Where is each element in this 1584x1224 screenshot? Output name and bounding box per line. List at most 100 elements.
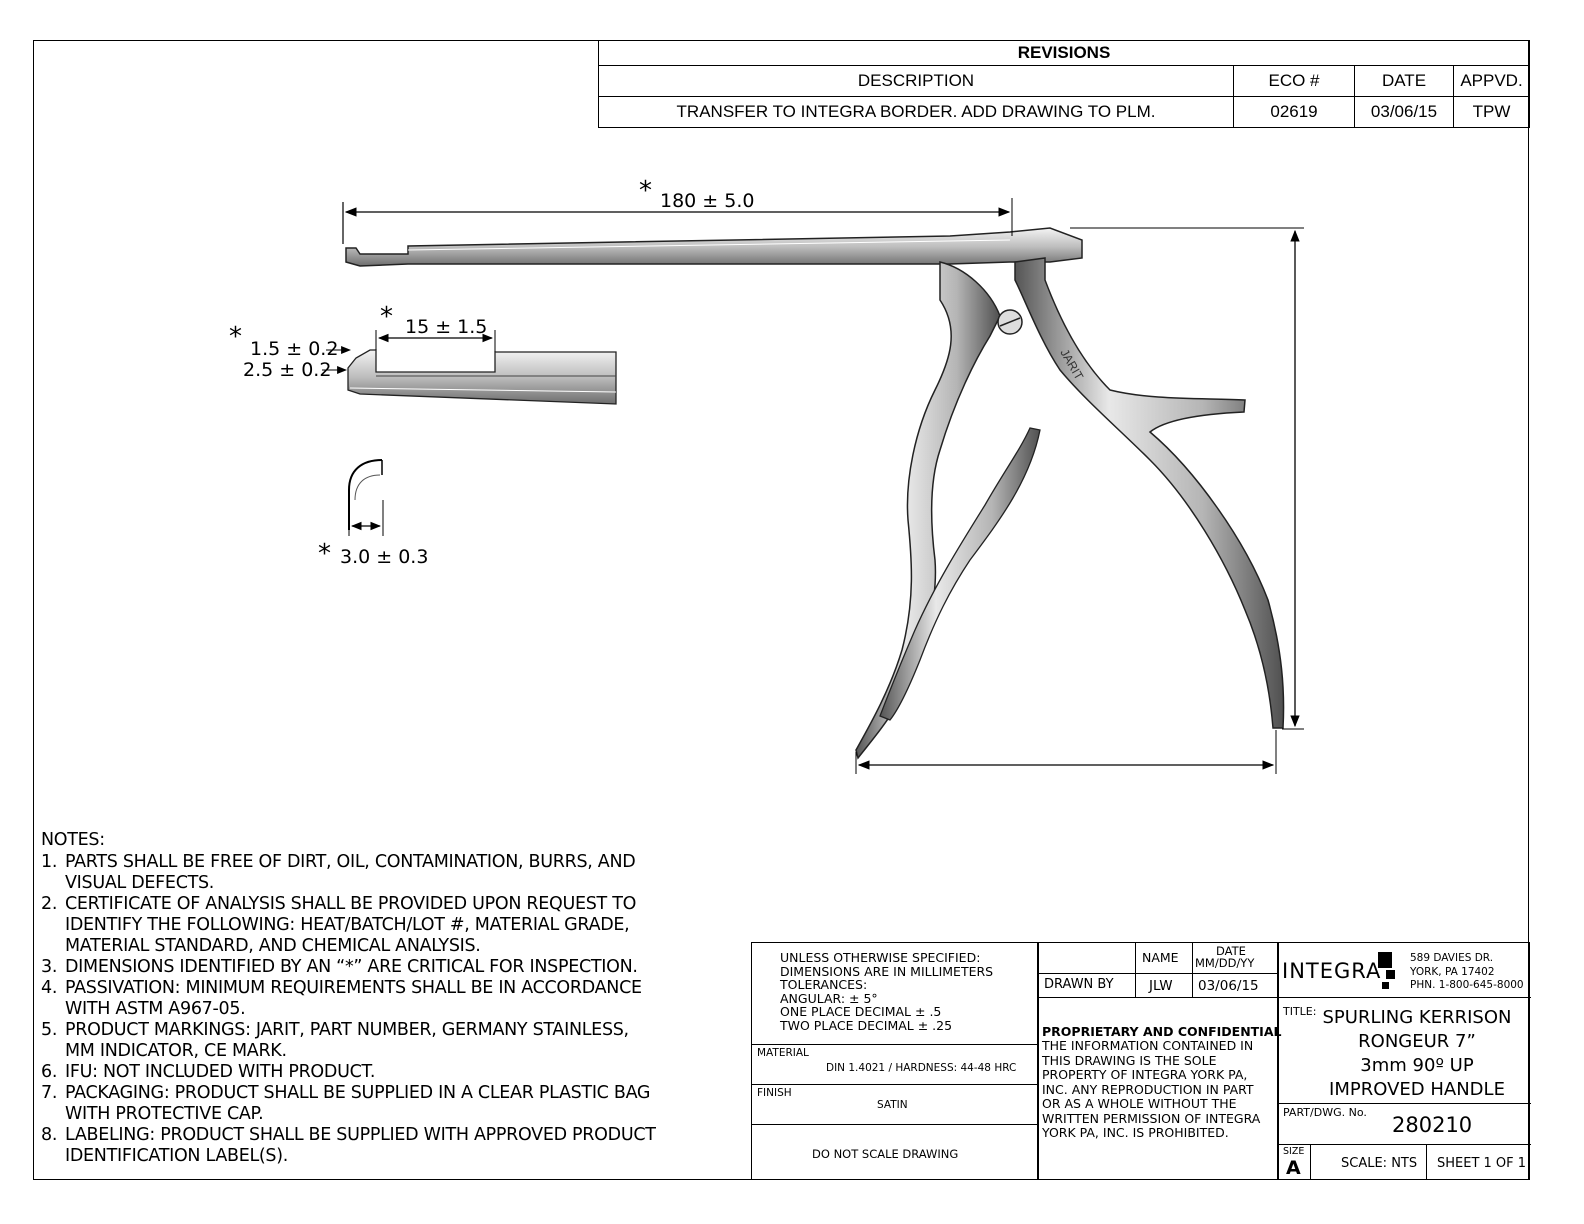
note-number: 7. <box>41 1083 58 1103</box>
note-line: MATERIAL STANDARD, AND CHEMICAL ANALYSIS… <box>65 936 481 956</box>
address-line: YORK, PA 17402 <box>1410 965 1495 978</box>
note-number: 1. <box>41 852 58 872</box>
note-item: 1. PARTS SHALL BE FREE OF DIRT, OIL, CONT… <box>41 852 681 894</box>
length-label: 180 ± 5.0 <box>660 190 755 212</box>
note-item: 5. PRODUCT MARKINGS: JARIT, PART NUMBER, … <box>41 1020 681 1062</box>
note-line: WITH PROTECTIVE CAP. <box>65 1104 264 1124</box>
sheet-value: SHEET 1 OF 1 <box>1437 1156 1527 1171</box>
date-header-1: DATE <box>1216 944 1246 958</box>
company-logo: INTEGRA <box>1282 959 1382 983</box>
proprietary-line: YORK PA, INC. IS PROHIBITED. <box>1042 1125 1229 1140</box>
critical-marker-tip: * <box>380 302 393 332</box>
thickness-a-label: 1.5 ± 0.2 <box>250 338 339 360</box>
note-number: 3. <box>41 957 58 977</box>
rongeur-handle-rear: JARIT <box>879 257 1285 729</box>
material-label: MATERIAL <box>757 1047 809 1059</box>
tolerance-line: ANGULAR: ± 5° <box>780 990 878 1006</box>
note-line: PRODUCT MARKINGS: JARIT, PART NUMBER, GE… <box>65 1020 629 1040</box>
proprietary-line: PROPERTY OF INTEGRA YORK PA, <box>1042 1067 1248 1082</box>
proprietary-line: THIS DRAWING IS THE SOLE <box>1042 1052 1217 1068</box>
title-line: 3mm 90º UP <box>1360 1055 1474 1076</box>
note-number: 6. <box>41 1062 58 1082</box>
tolerance-line: ONE PLACE DECIMAL ± .5 <box>780 1004 942 1019</box>
tip-detail <box>322 330 617 405</box>
proprietary-line: OR AS A WHOLE WITHOUT THE <box>1042 1096 1237 1111</box>
title-line: RONGEUR 7” <box>1358 1031 1476 1052</box>
address-line: 589 DAVIES DR. <box>1410 952 1494 964</box>
width-dimension <box>855 730 1277 774</box>
note-line: PACKAGING: PRODUCT SHALL BE SUPPLIED IN … <box>65 1083 651 1103</box>
bite-label: 3.0 ± 0.3 <box>340 546 429 568</box>
size-label: SIZE <box>1283 1146 1305 1157</box>
revisions-table: REVISIONS DESCRIPTION ECO # DATE APPVD. … <box>598 40 1530 128</box>
height-dimension <box>1070 227 1304 730</box>
note-number: 2. <box>41 894 58 914</box>
note-line: WITH ASTM A967-05. <box>65 999 246 1019</box>
note-item: 2. CERTIFICATE OF ANALYSIS SHALL BE PROVI… <box>41 894 681 957</box>
revision-date: 03/06/15 <box>1354 96 1454 128</box>
note-line: IDENTIFICATION LABEL(S). <box>65 1146 289 1166</box>
title-label: TITLE: <box>1283 1005 1317 1018</box>
part-number: 280210 <box>1392 1113 1473 1137</box>
tolerance-line: DIMENSIONS ARE IN MILLIMETERS <box>780 963 994 979</box>
proprietary-line: THE INFORMATION CONTAINED IN <box>1042 1038 1254 1053</box>
note-line: VISUAL DEFECTS. <box>65 873 215 893</box>
finish-value: SATIN <box>877 1099 908 1111</box>
note-number: 5. <box>41 1020 58 1040</box>
rongeur-handle-front <box>855 261 1023 760</box>
name-header: NAME <box>1142 950 1179 965</box>
revisions-header-description: DESCRIPTION <box>598 65 1234 97</box>
drawn-by-name: JLW <box>1149 978 1173 994</box>
revision-description: TRANSFER TO INTEGRA BORDER. ADD DRAWING … <box>598 96 1234 128</box>
size-value: A <box>1286 1157 1301 1179</box>
tolerance-line: UNLESS OTHERWISE SPECIFIED: <box>780 950 981 965</box>
do-not-scale-note: DO NOT SCALE DRAWING <box>812 1147 959 1161</box>
critical-marker-length: * <box>639 176 652 206</box>
rongeur-shaft <box>345 227 1083 267</box>
critical-marker-thickness: * <box>229 322 242 352</box>
note-item: 7. PACKAGING: PRODUCT SHALL BE SUPPLIED I… <box>41 1083 681 1125</box>
title-line: SPURLING KERRISON <box>1322 1007 1512 1028</box>
tolerances-block: UNLESS OTHERWISE SPECIFIED:DIMENSIONS AR… <box>780 951 993 1032</box>
proprietary-line: WRITTEN PERMISSION OF INTEGRA <box>1042 1110 1261 1126</box>
material-value: DIN 1.4021 / HARDNESS: 44-48 HRC <box>826 1062 1017 1074</box>
note-line: DIMENSIONS IDENTIFIED BY AN “*” ARE CRIT… <box>65 957 638 977</box>
tip-length-label: 15 ± 1.5 <box>405 316 488 338</box>
notes-list: 1. PARTS SHALL BE FREE OF DIRT, OIL, CONT… <box>41 852 681 1167</box>
thickness-b-label: 2.5 ± 0.2 <box>243 359 332 381</box>
note-line: MM INDICATOR, CE MARK. <box>65 1041 287 1061</box>
drawing-title: SPURLING KERRISON RONGEUR 7” 3mm 90º UP IMP… <box>1317 1006 1517 1102</box>
note-line: PASSIVATION: MINIMUM REQUIREMENTS SHALL … <box>65 978 642 998</box>
note-line: LABELING: PRODUCT SHALL BE SUPPLIED WITH… <box>65 1125 656 1145</box>
note-line: PARTS SHALL BE FREE OF DIRT, OIL, CONTAM… <box>65 852 636 872</box>
note-line: IDENTIFY THE FOLLOWING: HEAT/BATCH/LOT #… <box>65 915 630 935</box>
proprietary-line: INC. ANY REPRODUCTION IN PART <box>1042 1081 1254 1097</box>
length-dimension <box>342 198 1013 244</box>
title-line: IMPROVED HANDLE <box>1329 1079 1505 1100</box>
notes-section: NOTES: 1. PARTS SHALL BE FREE OF DIRT, OI… <box>41 830 681 1167</box>
cross-section-detail <box>348 459 384 536</box>
critical-marker-bite: * <box>318 539 331 569</box>
notes-title: NOTES: <box>41 830 105 850</box>
note-line: CERTIFICATE OF ANALYSIS SHALL BE PROVIDE… <box>65 894 637 914</box>
note-item: 3. DIMENSIONS IDENTIFIED BY AN “*” ARE CR… <box>41 957 681 978</box>
revision-appvd: TPW <box>1453 96 1530 128</box>
tolerance-line: TOLERANCES: <box>780 977 868 992</box>
title-block: UNLESS OTHERWISE SPECIFIED:DIMENSIONS AR… <box>751 942 1531 1180</box>
date-header-2: MM/DD/YY <box>1195 956 1255 970</box>
drawn-by-label: DRAWN BY <box>1044 977 1114 992</box>
note-item: 6. IFU: NOT INCLUDED WITH PRODUCT. <box>41 1062 681 1083</box>
address-line: PHN. 1-800-645-8000 <box>1410 979 1524 991</box>
proprietary-title: PROPRIETARY AND CONFIDENTIAL <box>1042 1024 1282 1039</box>
note-item: 4. PASSIVATION: MINIMUM REQUIREMENTS SHAL… <box>41 978 681 1020</box>
tolerance-line: TWO PLACE DECIMAL ± .25 <box>780 1017 953 1033</box>
note-number: 4. <box>41 978 58 998</box>
scale-value: SCALE: NTS <box>1341 1156 1418 1171</box>
note-line: IFU: NOT INCLUDED WITH PRODUCT. <box>65 1062 376 1082</box>
part-label: PART/DWG. No. <box>1283 1106 1367 1119</box>
note-number: 8. <box>41 1125 58 1145</box>
drawn-by-date: 03/06/15 <box>1198 978 1259 994</box>
